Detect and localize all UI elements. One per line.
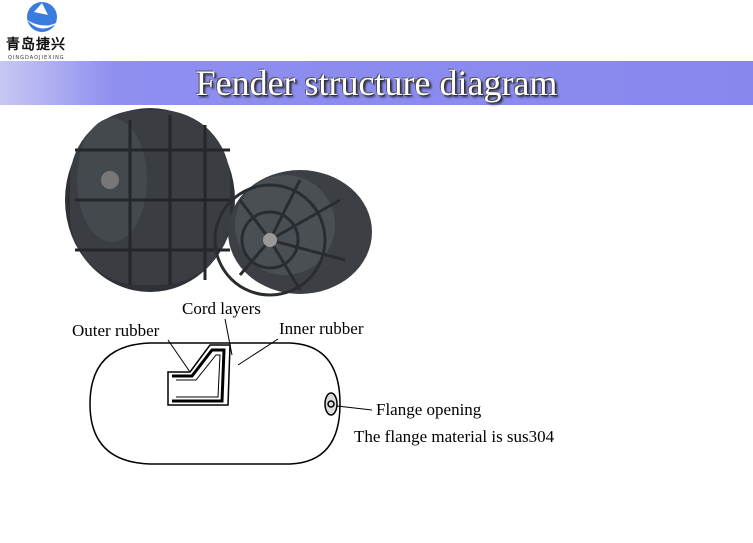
label-cord-layers: Cord layers [182, 299, 261, 318]
fender-section-diagram [89, 318, 373, 465]
spherical-fender-photo [213, 170, 372, 297]
logo-text: 青岛捷兴 [6, 37, 66, 53]
cylindrical-fender-photo [65, 108, 235, 292]
page-title: Fender structure diagram [195, 63, 558, 103]
label-inner-rubber: Inner rubber [279, 319, 364, 338]
logo-subtext: QINGDAOJIEXING [8, 55, 65, 61]
title-banner [0, 61, 753, 105]
label-flange-opening: Flange opening [376, 400, 482, 419]
label-flange-material: The flange material is sus304 [354, 427, 555, 446]
label-outer-rubber: Outer rubber [72, 321, 160, 340]
